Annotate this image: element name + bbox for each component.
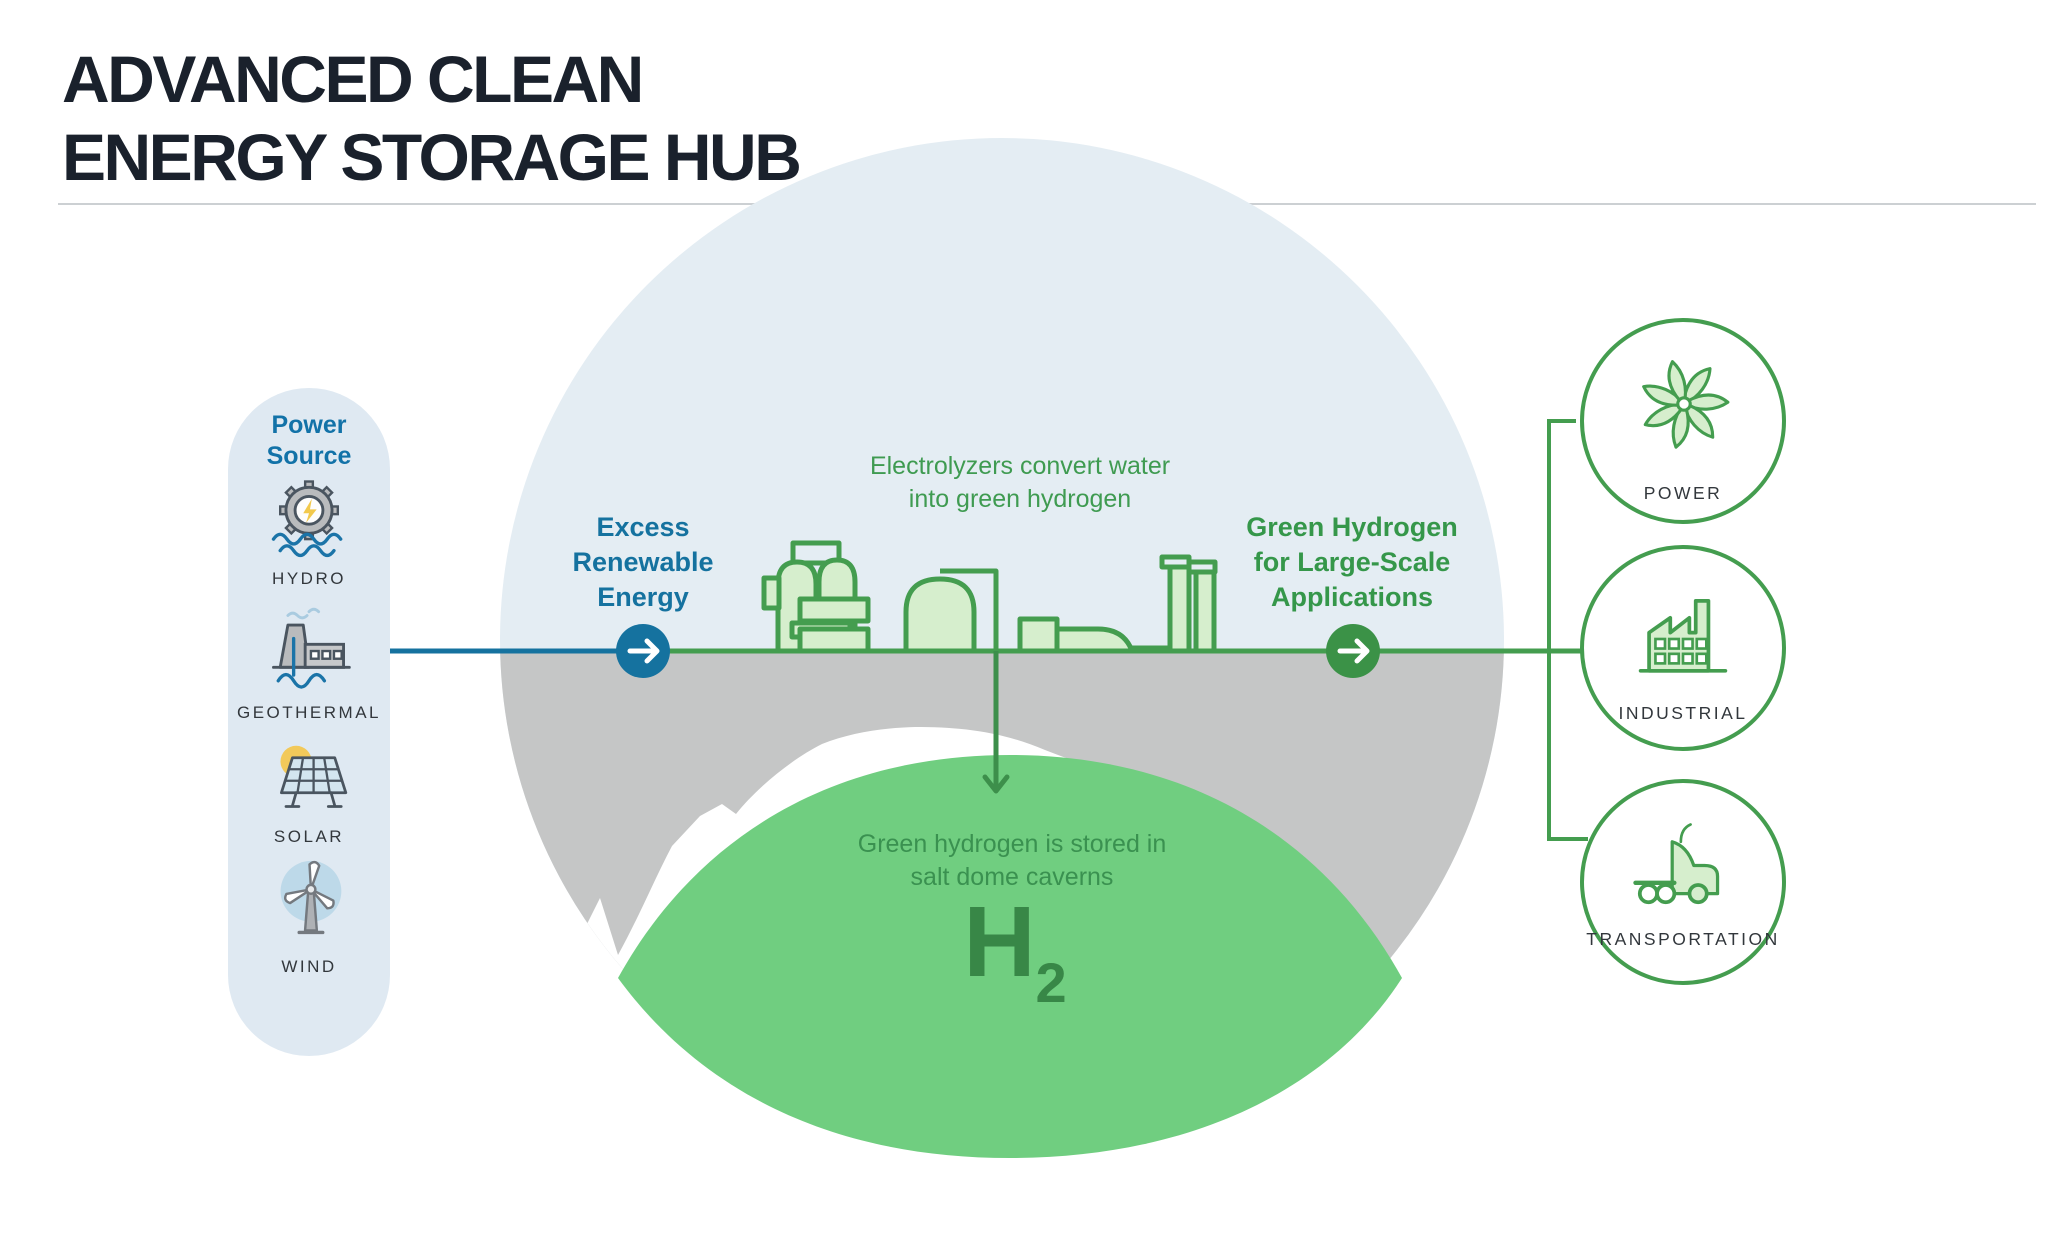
power-source-heading: Power Source bbox=[266, 411, 352, 470]
stack-box-top bbox=[797, 596, 871, 624]
application-label-industrial: INDUSTRIAL bbox=[1618, 703, 1748, 723]
electrolyzer-facility bbox=[761, 540, 1218, 654]
power-source-label: SOLAR bbox=[273, 827, 345, 846]
side-box bbox=[761, 575, 782, 611]
tower-2 bbox=[1193, 569, 1217, 654]
hydro-icon bbox=[271, 480, 343, 558]
power-source-panel: Power Source bbox=[228, 388, 390, 1056]
pipe-bridge bbox=[790, 540, 842, 566]
power-source-label: HYDRO bbox=[272, 569, 346, 588]
truck-icon bbox=[1633, 823, 1720, 905]
green-hydrogen-applications-label: Green Hydrogen for Large-Scale Applicati… bbox=[1246, 512, 1458, 612]
horizontal-tank bbox=[1054, 626, 1135, 654]
lightning-bolt-icon bbox=[303, 498, 317, 523]
power-source-item-solar: SOLAR bbox=[228, 732, 390, 847]
pump-box bbox=[1017, 616, 1060, 654]
dome-tank bbox=[903, 576, 977, 654]
salt-dome-storage-caption: Green hydrogen is stored in salt dome ca… bbox=[857, 830, 1167, 891]
electrolyzer-caption: Electrolyzers convert water into green h… bbox=[869, 452, 1171, 513]
power-source-item-geothermal: GEOTHERMAL bbox=[228, 604, 390, 723]
application-label-transportation: TRANSPORTATION bbox=[1586, 929, 1780, 949]
h2-letter: H bbox=[963, 886, 1036, 998]
stack-box-bottom bbox=[797, 626, 871, 654]
power-source-item-wind: WIND bbox=[228, 856, 390, 977]
wind-icon bbox=[280, 860, 342, 935]
factory-icon bbox=[1638, 598, 1728, 673]
injection-pipe-arrow bbox=[982, 651, 1010, 794]
turbine-icon bbox=[1642, 360, 1730, 449]
geothermal-icon bbox=[272, 607, 351, 689]
excess-renewable-energy-label: Excess Renewable Energy bbox=[572, 512, 714, 612]
h2-symbol: H2 bbox=[963, 892, 1066, 1011]
well-frame bbox=[940, 568, 999, 651]
tower-1 bbox=[1167, 564, 1192, 654]
tower-2-cap bbox=[1186, 559, 1218, 575]
power-source-label: GEOTHERMAL bbox=[236, 703, 382, 722]
application-label-power: POWER bbox=[1643, 483, 1723, 503]
blue-arrow-node bbox=[616, 624, 670, 678]
page-title: ADVANCED CLEAN ENERGY STORAGE HUB bbox=[62, 42, 802, 194]
right-arrow-icon bbox=[1337, 638, 1370, 664]
green-arrow-node bbox=[1326, 624, 1380, 678]
salt-dome-cavern bbox=[618, 755, 1402, 1158]
right-arrow-icon bbox=[627, 638, 660, 664]
h2-subscript: 2 bbox=[1035, 951, 1067, 1014]
solar-icon bbox=[280, 745, 348, 808]
power-source-item-hydro: HYDRO bbox=[228, 470, 390, 589]
applications-bracket bbox=[1547, 419, 1588, 841]
power-source-label: WIND bbox=[281, 957, 337, 976]
